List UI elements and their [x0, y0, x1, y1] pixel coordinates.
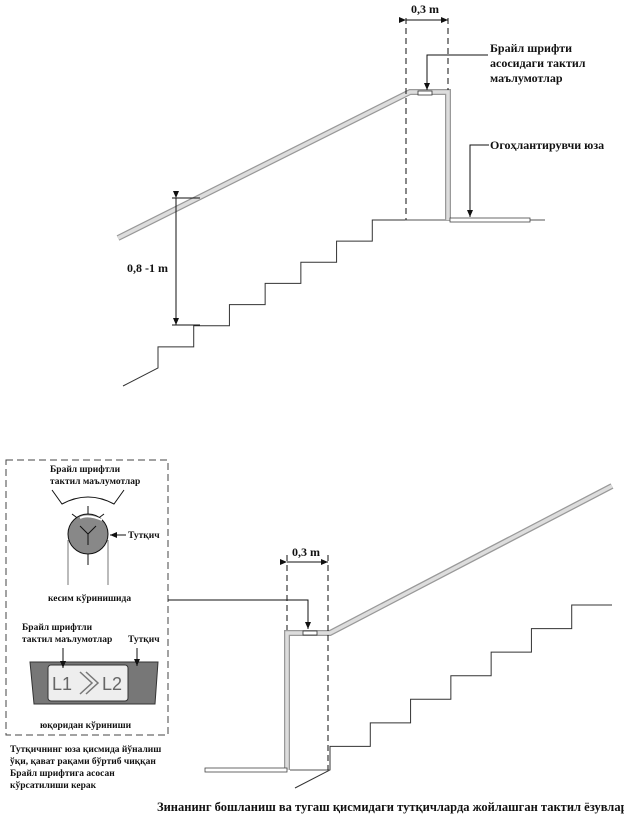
section-caption: кесим кўринишида: [48, 593, 131, 604]
section-handrail-label: Тутқич: [128, 531, 160, 541]
stairs-bottom: [294, 604, 612, 789]
stair-steps: [294, 604, 612, 789]
bottom-width-label: 0,3 m: [292, 545, 320, 559]
top-handrail-label: Тутқич: [128, 635, 160, 645]
handrail-top: [116, 89, 451, 241]
note-1: Тутқичнинг юза қисмида йўналиш: [10, 744, 161, 755]
braille-plate: [302, 630, 318, 636]
warning-surface: [449, 217, 531, 223]
bottom-diagram: 0,3 m: [168, 483, 614, 789]
direction-arrow-icon: [79, 671, 100, 695]
note-2: ўқи, қават рақами бўртиб чиққан: [10, 756, 156, 767]
top-width-label: 0,3 m: [411, 2, 439, 16]
top-diagram: 0,3 m Брайл шрифти асосидаги тактил маъл…: [116, 2, 604, 387]
top-caption: юқоридан кўриниши: [40, 720, 132, 731]
section-braille-label-2: тактил маълумотлар: [50, 477, 140, 487]
warning-leader: [467, 144, 489, 217]
stair-steps: [122, 219, 408, 387]
height-label: 0,8 -1 m: [127, 261, 168, 275]
note-3: Брайл шрифтига асосан: [10, 768, 115, 779]
detail-box: Брайл шрифтли тактил маълумотлар Тутқич …: [5, 459, 169, 736]
plate-to: L2: [102, 674, 122, 694]
plate-from: L1: [52, 674, 72, 694]
braille-leader: [424, 54, 488, 90]
warning-surface: [204, 767, 288, 773]
braille-plate: [417, 90, 433, 96]
top-braille-label-1: Брайл шрифтли: [22, 622, 93, 633]
braille-label-3: маълумотлар: [490, 71, 563, 85]
braille-label-2: асосидаги тактил: [490, 56, 586, 70]
warning-label: Огоҳлантирувчи юза: [490, 138, 604, 152]
top-braille-label-2: тактил маълумотлар: [22, 635, 112, 645]
braille-plate-detail: [47, 664, 129, 702]
stairs-top: [122, 219, 408, 387]
detail-leader: [168, 599, 311, 629]
section-braille-label-1: Брайл шрифтли: [50, 464, 121, 475]
handrail-bottom: [284, 483, 614, 770]
braille-label-1: Брайл шрифти: [490, 41, 572, 55]
note-4: кўрсатилиши керак: [10, 780, 97, 791]
figure-caption: Зинанинг бошланиш ва тугаш қисмидаги тут…: [157, 800, 624, 814]
